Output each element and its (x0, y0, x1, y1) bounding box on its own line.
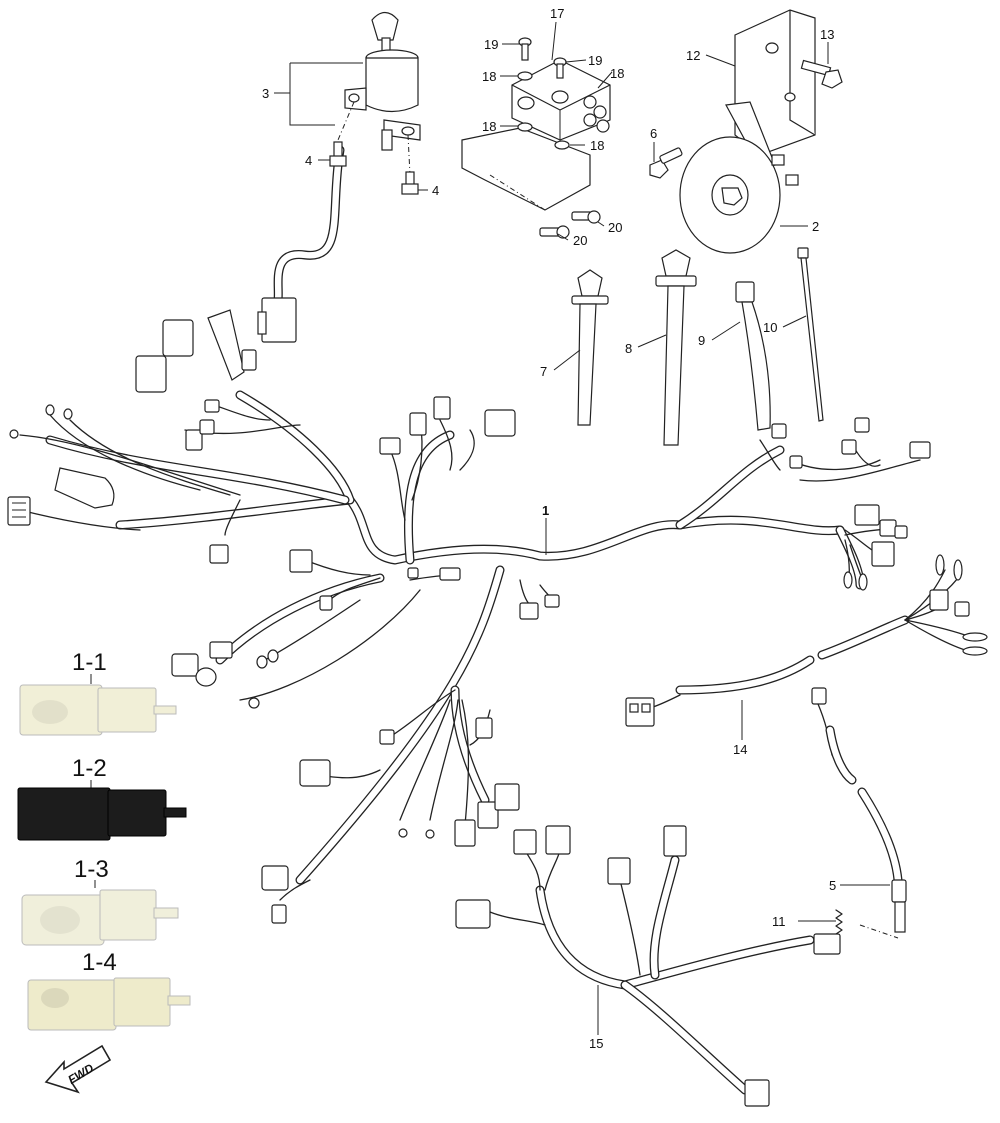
callout-20a: 20 (573, 233, 587, 248)
callout-3: 3 (262, 86, 269, 101)
ignition-connector (257, 297, 297, 343)
callout-15: 15 (589, 1036, 603, 1051)
callout-18c: 18 (482, 119, 496, 134)
connector-coupler-c (484, 409, 516, 437)
callout-20b: 20 (608, 220, 622, 235)
photo-inset-1-3: 1-3 (21, 856, 179, 946)
callout-numbers: 1 2 3 4 4 5 6 7 8 9 10 11 12 13 14 15 17… (262, 6, 836, 1051)
cable-tie-10 (797, 247, 824, 422)
callout-4b: 4 (432, 183, 439, 198)
bolt-6 (649, 147, 683, 179)
cable-tie-7 (571, 269, 609, 426)
callout-12: 12 (686, 48, 700, 63)
stop-switch-5 (811, 687, 907, 939)
callout-4a: 4 (305, 153, 312, 168)
callout-8: 8 (625, 341, 632, 356)
callout-7: 7 (540, 364, 547, 379)
sub-harness-15 (455, 825, 841, 1107)
harness-connectors (7, 309, 931, 924)
callout-5: 5 (829, 878, 836, 893)
connector-photo-1-2 (17, 787, 111, 841)
photo-inset-1-4: 1-4 (27, 949, 191, 1031)
callout-1: 1 (542, 503, 549, 518)
callout-9: 9 (698, 333, 705, 348)
horn-2 (679, 101, 799, 254)
screw-19a (518, 37, 532, 61)
callout-18b: 18 (610, 66, 624, 81)
bolt-13 (800, 59, 843, 89)
callout-10: 10 (763, 320, 777, 335)
callout-18a: 18 (482, 69, 496, 84)
callout-2: 2 (812, 219, 819, 234)
bolt-20a (571, 210, 601, 224)
fwd-arrow-icon: FWD (44, 1044, 112, 1094)
bolt-4a (329, 141, 347, 167)
leader-lines (274, 21, 890, 1035)
callout-11: 11 (772, 914, 786, 929)
callout-19a: 19 (484, 37, 498, 52)
spring-11 (835, 909, 843, 935)
callout-19b: 19 (588, 53, 602, 68)
photo-label-1-4: 1-4 (82, 949, 117, 976)
relay-cylinder (207, 309, 245, 381)
photo-inset-1-2: 1-2 (17, 755, 187, 841)
connector-coupler-d (299, 759, 331, 787)
photo-label-1-3: 1-3 (74, 856, 109, 883)
callout-13: 13 (820, 27, 834, 42)
photo-inset-1-1: 1-1 (19, 649, 177, 736)
cable-tie-9 (735, 281, 771, 431)
bolt-4b (401, 171, 419, 195)
photo-label-1-1: 1-1 (72, 649, 107, 676)
main-harness (45, 145, 865, 885)
sub-harness-14 (625, 554, 988, 727)
fuse-holder (54, 467, 115, 509)
bolt-20b (539, 225, 570, 239)
callout-17: 17 (550, 6, 564, 21)
washers-18 (517, 71, 570, 150)
connector-left-end (7, 496, 31, 526)
callout-14: 14 (733, 742, 747, 757)
connector-photo-1-4 (27, 979, 117, 1031)
callout-6: 6 (650, 126, 657, 141)
ignition-key (371, 11, 399, 41)
cable-tie-8 (655, 249, 697, 446)
connector-coupler-a (162, 319, 194, 357)
ring-terminal (9, 429, 19, 439)
connector-coupler-b (135, 355, 167, 393)
photo-label-1-2: 1-2 (72, 755, 107, 782)
ignition-switch-assembly (337, 11, 421, 176)
callout-18d: 18 (590, 138, 604, 153)
